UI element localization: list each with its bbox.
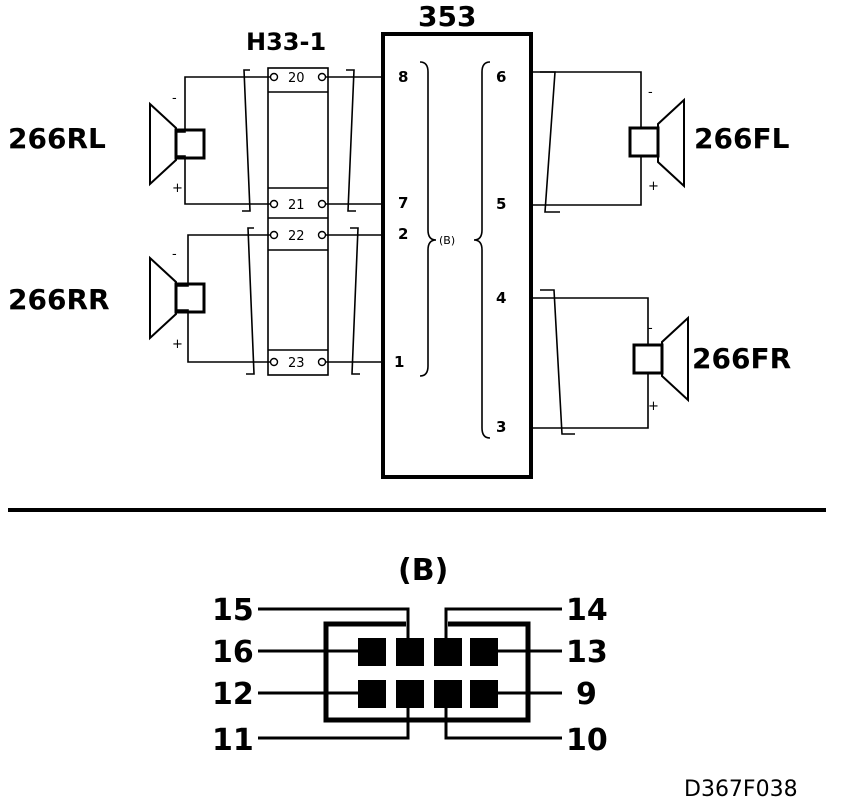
wire [531,71,642,128]
unit-pin-5: 5 [496,195,506,213]
wire [531,297,649,345]
junction-label: H33-1 [246,28,326,56]
pin-leader [444,607,562,652]
speaker-fr-minus: - [648,321,653,336]
speaker-rr-icon [149,255,206,341]
speaker-rl-minus: - [172,91,177,106]
terminal-circle [317,199,327,209]
speaker-rl-plus: + [172,181,183,196]
junction-block [267,67,329,376]
wire [531,156,642,206]
pin-leader [444,694,562,740]
speaker-fl-icon [628,97,685,189]
terminal-circle [269,357,279,367]
connector-pin-14: 14 [566,593,608,628]
unit-pin-8: 8 [398,68,408,86]
twist-marker [350,227,360,375]
terminal-21: 21 [288,198,305,213]
connector-pin-16: 16 [212,635,254,670]
connector-b-body [323,621,531,723]
wire [531,373,649,429]
pin-leader [258,607,410,652]
connector-pin-11: 11 [212,723,254,758]
speaker-fr-plus: + [648,399,659,414]
speaker-rl-label: 266RL [8,122,106,155]
terminal-circle [269,230,279,240]
unit-pin-1: 1 [394,353,404,371]
unit-pin-6: 6 [496,68,506,86]
unit-pin-4: 4 [496,289,506,307]
terminal-circle [269,72,279,82]
speaker-fl-plus: + [648,179,659,194]
terminal-22: 22 [288,229,305,244]
speaker-fl-minus: - [648,85,653,100]
terminal-circle [269,199,279,209]
unit-353-box [381,32,533,479]
connector-pin-9: 9 [576,677,597,712]
terminal-circle [317,357,327,367]
unit-pin-7: 7 [398,194,408,212]
figure-code: D367F038 [684,777,798,802]
unit-group-label: (B) [439,234,455,247]
speaker-rr-label: 266RR [8,283,110,316]
speaker-fr-label: 266FR [692,342,791,375]
speaker-fr-icon [632,315,689,403]
terminal-circle [317,72,327,82]
unit-pin-2: 2 [398,225,408,243]
connector-pin-13: 13 [566,635,608,670]
connector-label: (B) [398,553,448,588]
connector-pin-10: 10 [566,723,608,758]
twist-marker [246,227,255,375]
wire [176,309,270,363]
speaker-rr-minus: - [172,247,177,262]
connector-pin-12: 12 [212,677,254,712]
unit-label: 353 [418,0,476,33]
wire [176,234,270,287]
speaker-fl-label: 266FL [694,122,790,155]
twist-marker [346,69,356,212]
right-pin-brace [473,61,491,439]
terminal-circle [317,230,327,240]
twist-marker [540,71,560,213]
twist-marker [540,289,575,435]
terminal-23: 23 [288,356,305,371]
unit-pin-3: 3 [496,418,506,436]
left-pin-brace [419,61,437,377]
wire [176,76,270,133]
pin-leader [258,694,410,740]
wire [176,155,270,205]
twist-marker [242,69,251,212]
speaker-rl-icon [149,101,206,187]
speaker-rr-plus: + [172,337,183,352]
terminal-20: 20 [288,71,305,86]
connector-pin-15: 15 [212,593,254,628]
